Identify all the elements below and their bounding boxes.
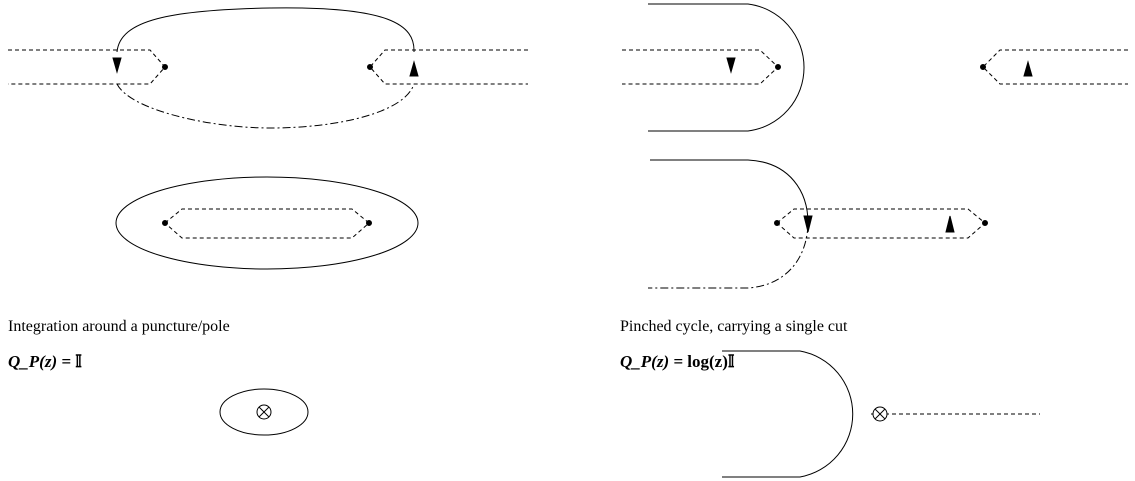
branch-point-dot [982,220,988,226]
half-loop [722,350,854,478]
path-upper-solid [650,159,809,224]
otimes-icon [872,406,888,422]
panel-top-right [622,3,1128,132]
half-loop [648,3,805,132]
branch-cut-left [8,49,166,85]
cycle-lower-dashdot [116,83,415,129]
formula-lhs: Q_P(z) = [620,352,684,371]
branch-cut-right [982,49,1128,85]
closed-cut [164,208,370,239]
cycle-upper-solid [116,7,415,53]
formula-right: Q_P(z) = log(z)𝕀 [620,352,735,372]
branch-point-dot [162,64,168,70]
panel-bottom-left [219,388,309,436]
arrowhead-down-icon [803,215,813,233]
arrowhead-down-icon [726,57,736,74]
panel-mid-right [648,159,988,289]
formula-rhs: 𝕀 [75,352,82,371]
arrowhead-up-icon [945,215,955,233]
enclosing-cycle [115,176,419,270]
otimes-icon [256,404,272,420]
branch-point-dot [775,64,781,70]
caption-right: Pinched cycle, carrying a single cut [620,318,848,335]
panel-top-left [8,7,528,129]
branch-point-dot [367,64,373,70]
formula-lhs: Q_P(z) = [8,352,72,371]
branch-point-dot [980,64,986,70]
path-lower-dashdot [648,224,809,289]
caption-left: Integration around a puncture/pole [8,318,230,335]
branch-cut-right [369,49,528,85]
arrowhead-up-icon [1023,60,1033,77]
branch-point-dot [774,220,780,226]
formula-left: Q_P(z) = 𝕀 [8,352,82,372]
arrowhead-down-icon [112,57,122,74]
puncture-cycle [219,388,309,436]
branch-point-dot [366,220,372,226]
panel-bottom-right [722,350,1040,478]
branch-cut-left [622,49,779,85]
formula-rhs: log(z)𝕀 [687,352,735,371]
arrowhead-up-icon [409,60,419,77]
panel-mid-left [115,176,419,270]
branch-point-dot [162,220,168,226]
